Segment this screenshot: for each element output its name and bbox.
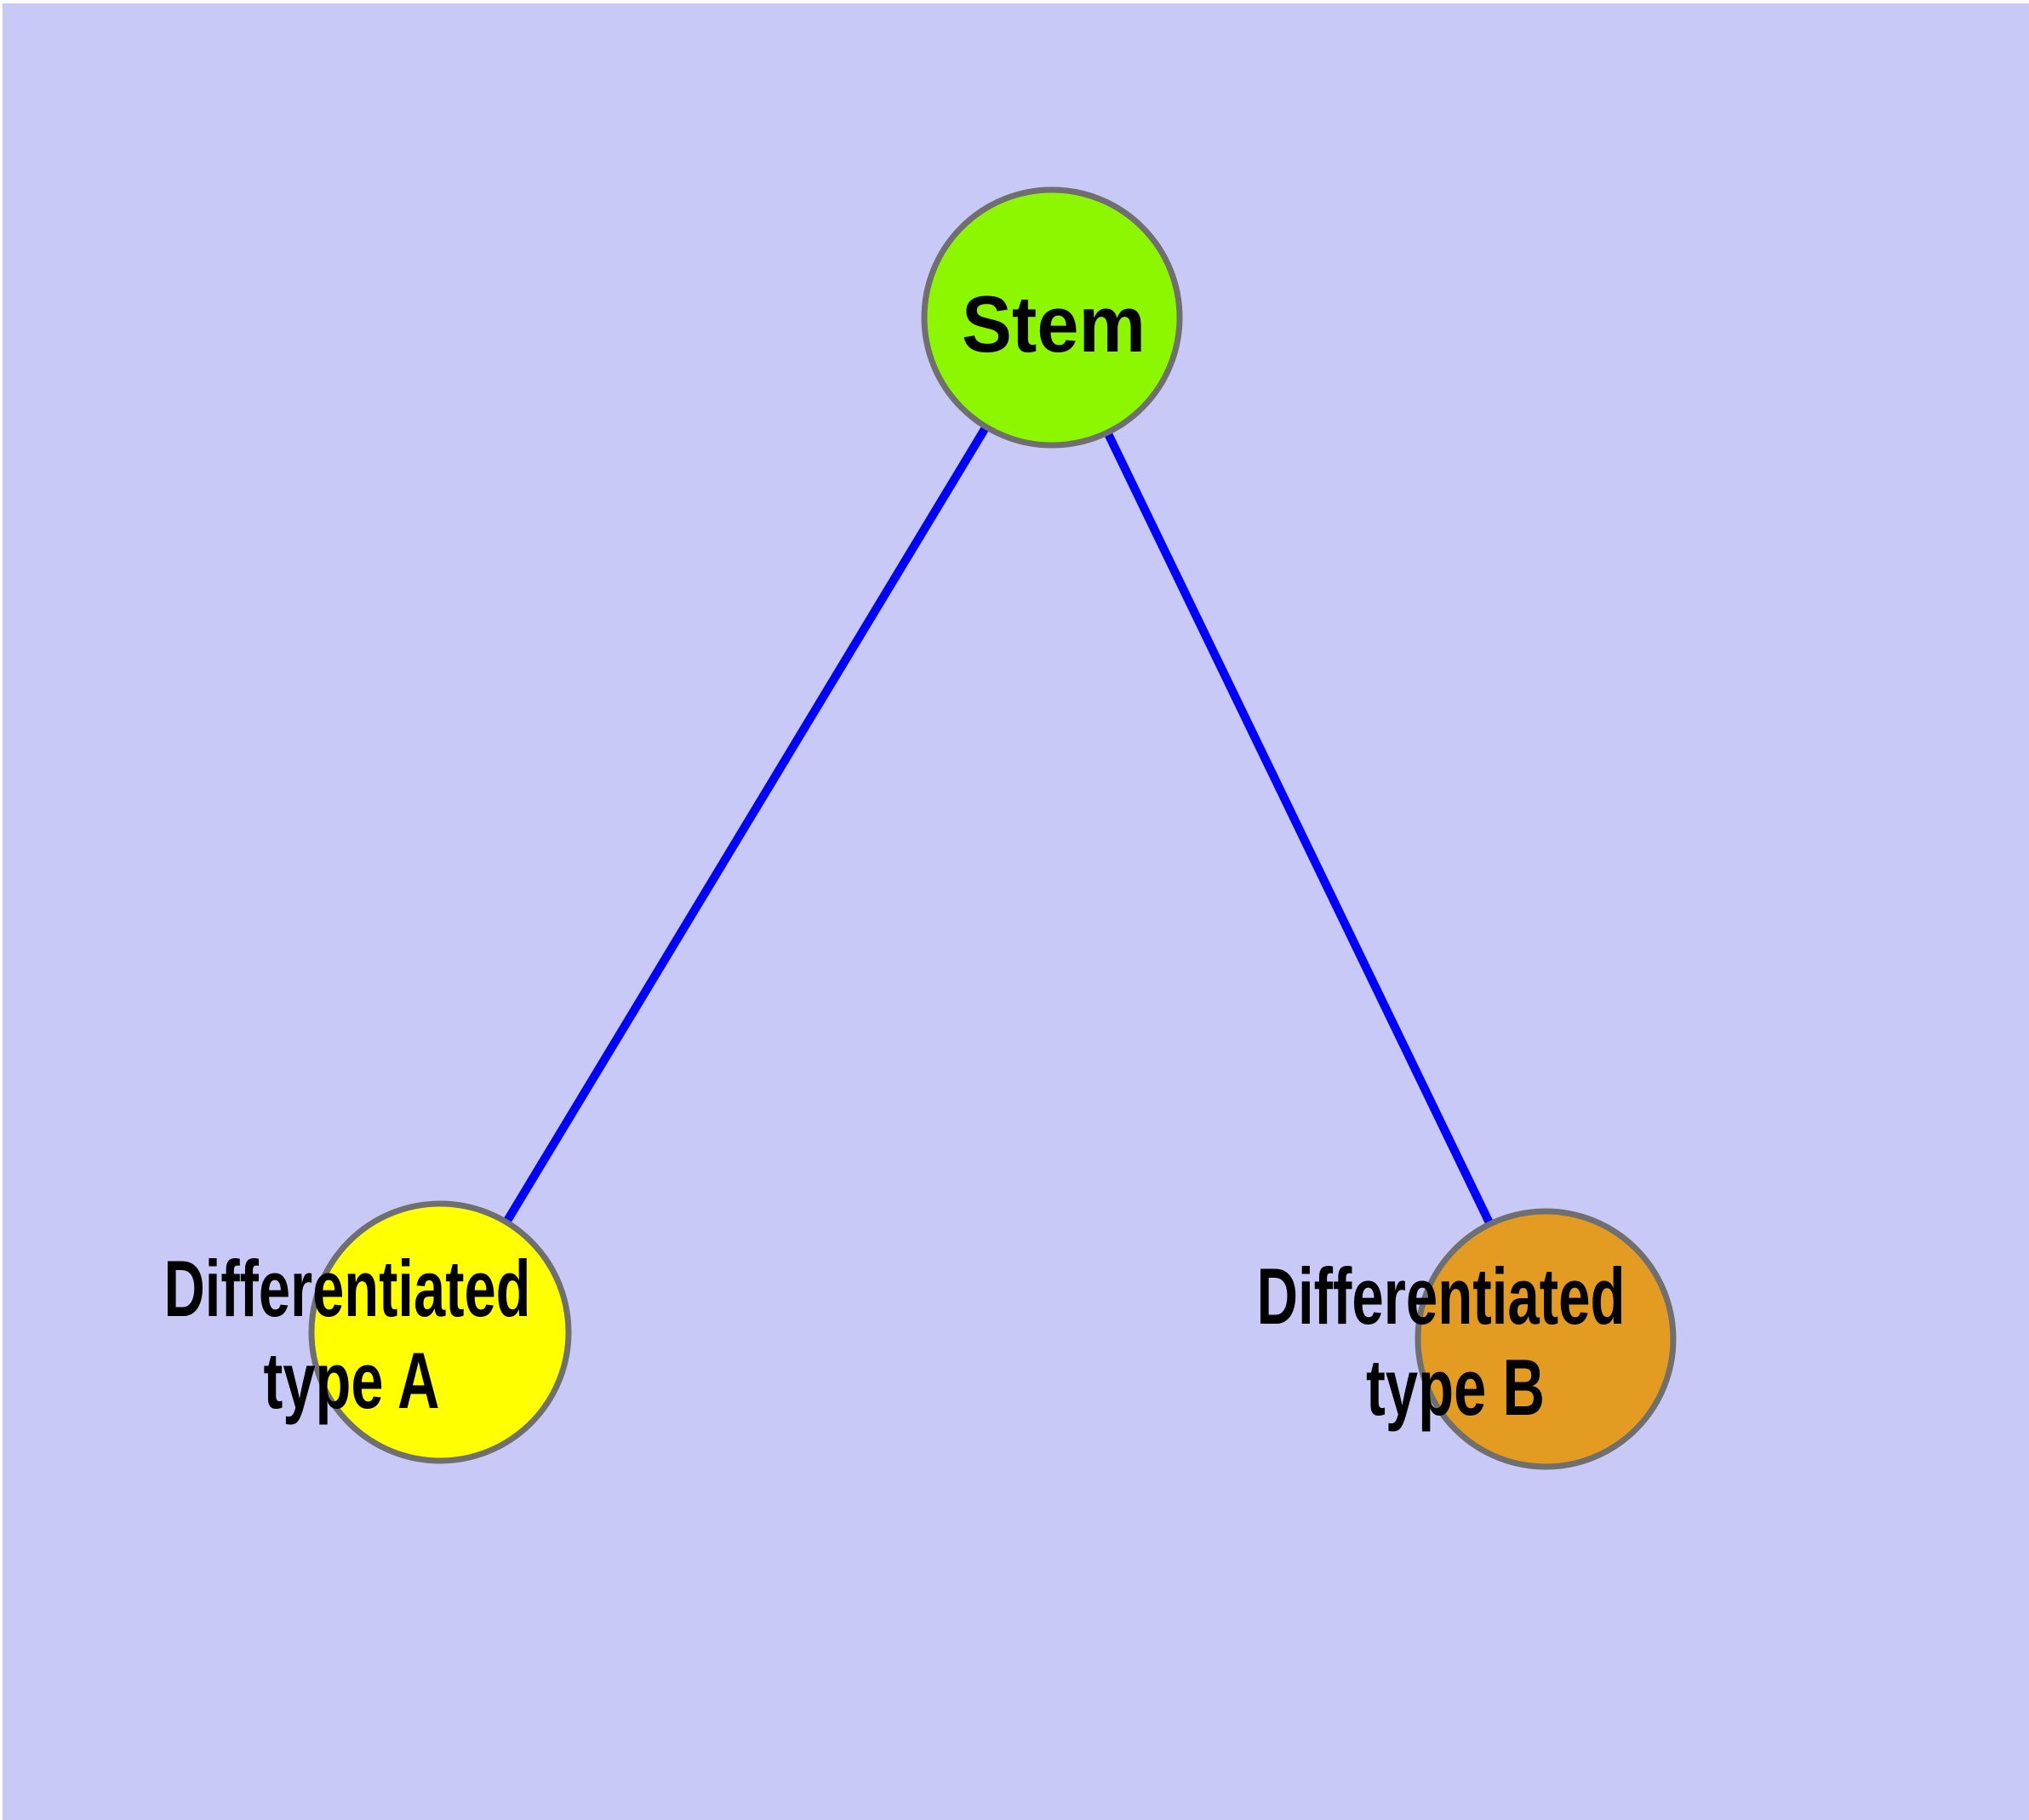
- edge-stem-to-type-b: [1048, 315, 1550, 1342]
- edge-stem-to-type-a: [436, 315, 1056, 1335]
- node-type-a-label-line1: Differentiated: [164, 1244, 531, 1333]
- node-differentiated-type-b: [1415, 1208, 1677, 1470]
- node-type-b-label-line1: Differentiated: [1257, 1251, 1626, 1341]
- node-differentiated-type-a: [308, 1200, 572, 1464]
- node-type-b-label-line2: type B: [1366, 1342, 1545, 1432]
- node-type-a-label-line2: type A: [264, 1336, 440, 1425]
- node-stem-label: Stem: [962, 279, 1146, 369]
- node-stem: [921, 186, 1183, 449]
